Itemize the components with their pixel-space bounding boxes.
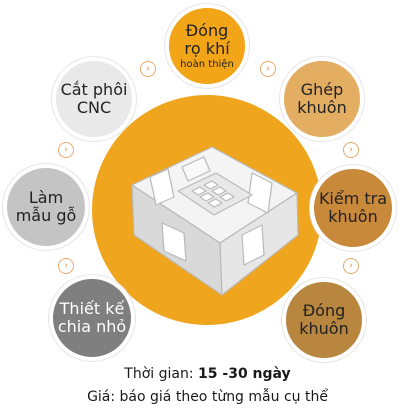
step-thiet-ke-line1: Thiết kế <box>59 299 125 319</box>
step-ghep-line1: Ghép <box>300 80 344 100</box>
step-dong-khuon-line1: Đóng <box>302 301 346 321</box>
step-ghep-khuon-bubble: Ghép khuôn <box>280 57 364 141</box>
arrow-icon: › <box>58 258 74 274</box>
step-cat-phoi-line2: CNC <box>76 98 112 117</box>
step-ghep-line2: khuôn <box>297 98 347 117</box>
time-value: 15 -30 ngày <box>198 366 291 382</box>
step-lam-mau-bubble: Làm mẫu gỗ <box>3 164 89 250</box>
step-dong-ro-khi-bubble: Đóng rọ khí hoàn thiện <box>165 4 249 88</box>
step-lam-mau-line2: mẫu gỗ <box>15 206 77 225</box>
step-lam-mau-line1: Làm <box>28 188 64 208</box>
step-dong-ro-line1: Đóng <box>185 21 229 40</box>
step-dong-khuon-line2: khuôn <box>299 319 349 338</box>
arrow-icon: › <box>343 142 359 158</box>
arrow-icon: › <box>260 61 276 77</box>
step-cat-phoi-bubble: Cắt phôi CNC <box>52 57 136 141</box>
step-cat-phoi-line1: Cắt phôi <box>60 80 128 100</box>
foam-tray-illustration <box>92 95 322 325</box>
step-thiet-ke-bubble: Thiết kế chia nhỏ <box>49 275 135 361</box>
step-kiem-tra-line1: Kiểm tra <box>318 189 388 209</box>
step-kiem-tra-line2: khuôn <box>328 207 378 226</box>
tray-icon <box>131 146 299 296</box>
step-dong-ro-line2: rọ khí <box>184 38 230 58</box>
price-caption: Giá: báo giá theo từng mẫu cụ thể <box>87 389 328 405</box>
time-caption: Thời gian: 15 -30 ngày <box>0 366 415 382</box>
step-kiem-tra-bubble: Kiểm tra khuôn <box>310 165 396 251</box>
arrow-icon: › <box>343 258 359 274</box>
step-thiet-ke-line2: chia nhỏ <box>57 317 127 336</box>
arrow-icon: › <box>58 142 74 158</box>
step-dong-ro-sub: hoàn thiện <box>180 58 234 70</box>
time-label: Thời gian: <box>124 366 199 382</box>
center-product-circle <box>92 95 322 325</box>
step-dong-khuon-bubble: Đóng khuôn <box>282 278 366 362</box>
arrow-icon: › <box>140 61 156 77</box>
